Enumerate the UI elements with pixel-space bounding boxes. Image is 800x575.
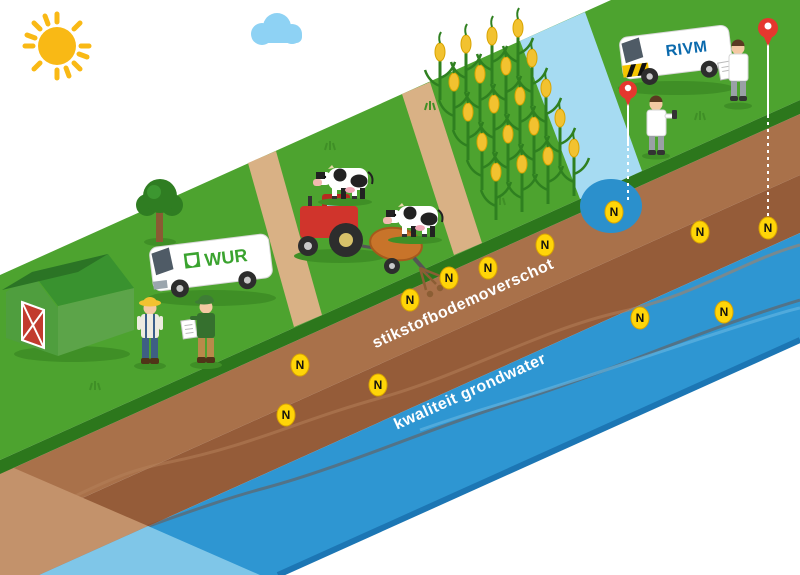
windshield <box>621 37 644 64</box>
wur-logo <box>183 251 201 269</box>
nitrogen-marker: N <box>276 403 296 427</box>
nitrogen-marker-label: N <box>764 221 773 235</box>
nitrogen-marker: N <box>368 373 388 397</box>
water-texture-line <box>419 306 800 432</box>
nitrogen-marker: N <box>714 300 734 324</box>
nitrogen-marker-label: N <box>445 271 454 285</box>
soil-texture-line <box>0 243 800 522</box>
nitrogen-marker: N <box>478 256 498 280</box>
farmer-right <box>180 295 222 369</box>
nitrogen-marker-label: N <box>636 311 645 325</box>
river <box>520 12 642 199</box>
nitrogen-marker-label: N <box>541 238 550 252</box>
cloud-icon <box>251 13 302 45</box>
nitrogen-marker: N <box>439 266 459 290</box>
nitrogen-marker: N <box>290 353 310 377</box>
grass-tufts <box>89 101 706 391</box>
nitrogen-marker: N <box>604 200 624 224</box>
soil-layer-deep <box>0 175 800 575</box>
field-path-right <box>402 82 482 255</box>
nitrogen-marker-label: N <box>282 408 291 422</box>
nitrogen-markers: N N N N N N N N N N N N <box>276 200 778 427</box>
field-path-left <box>248 151 322 327</box>
scientist-left <box>642 95 677 160</box>
groundwater-layer <box>0 233 800 575</box>
farmer-left <box>134 297 166 370</box>
manure-spreader <box>361 226 454 298</box>
rivm-van-label: RIVM <box>665 38 709 60</box>
soil-texture-line <box>39 298 800 562</box>
nitrogen-marker: N <box>400 288 420 312</box>
nitrogen-marker: N <box>690 220 710 244</box>
nitrogen-marker-label: N <box>374 378 383 392</box>
nitrogen-marker-label: N <box>484 261 493 275</box>
nitrogen-marker: N <box>535 233 555 257</box>
groundwater-bottom-edge <box>276 337 800 575</box>
report-sheet <box>180 318 198 340</box>
barn <box>2 254 134 362</box>
tree-icon <box>136 179 183 246</box>
rivm-van: RIVM <box>618 24 734 95</box>
nitrogen-marker-label: N <box>406 293 415 307</box>
groundwater-end-face <box>39 526 260 575</box>
nitrogen-marker-label: N <box>296 358 305 372</box>
measurement-pin-right <box>758 18 778 216</box>
nitrogen-marker-label: N <box>720 305 729 319</box>
scientist-right <box>717 39 752 110</box>
nitrogen-marker-label: N <box>610 205 619 219</box>
measurement-pin-left <box>619 81 637 202</box>
soil-end-face <box>0 462 148 575</box>
shadow <box>388 236 442 244</box>
sun-icon <box>22 11 92 81</box>
nitrogen-marker: N <box>758 216 778 240</box>
nitrogen-marker: N <box>630 306 650 330</box>
windshield <box>151 247 174 276</box>
shadow <box>318 198 372 206</box>
nitrogen-marker-label: N <box>696 225 705 239</box>
